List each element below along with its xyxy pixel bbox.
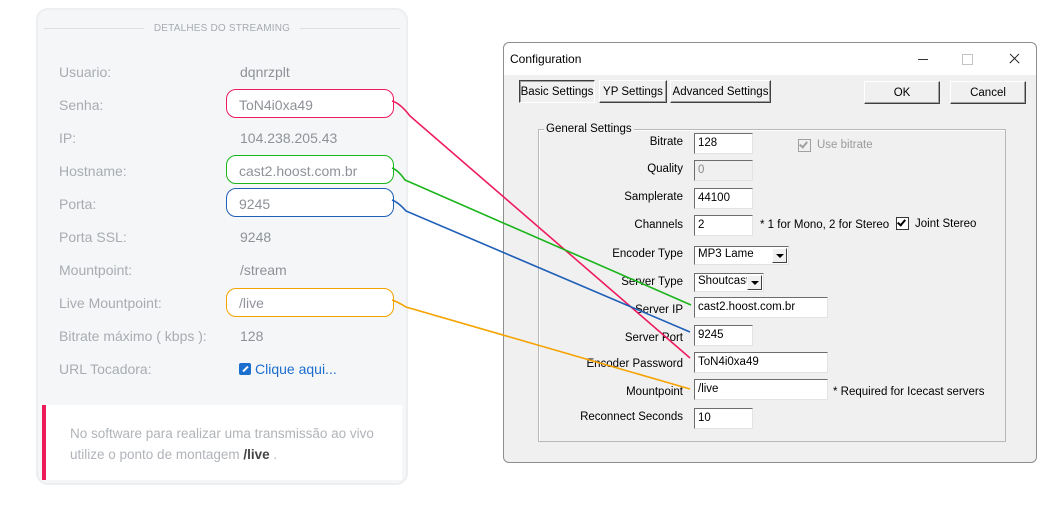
hostname-highlight xyxy=(226,155,394,184)
row-senha: Senha: ToN4i0xa49 xyxy=(38,88,406,121)
password-highlight xyxy=(226,89,394,118)
row-live-mountpoint: Live Mountpoint: /live xyxy=(38,286,406,319)
encoder-type-select[interactable]: MP3 Lame xyxy=(694,246,789,265)
server-type-select[interactable]: Shoutcast xyxy=(694,273,764,292)
encoder-password-input[interactable]: ToN4i0xa49 xyxy=(694,352,828,373)
row-url-tocadora: URL Tocadora: Clique aqui... xyxy=(38,352,406,385)
server-port-input[interactable]: 9245 xyxy=(694,325,753,346)
ok-label: OK xyxy=(893,86,911,99)
port-highlight xyxy=(226,188,394,217)
row-value: 9245 xyxy=(239,195,271,212)
minimize-button[interactable] xyxy=(908,47,938,71)
use-bitrate-checkbox[interactable] xyxy=(798,139,811,152)
notice-text: No software para realizar uma transmissã… xyxy=(70,426,374,462)
channels-note: * 1 for Mono, 2 for Stereo xyxy=(760,219,890,231)
tab-label: Basic Settings xyxy=(520,85,594,98)
row-value: cast2.hoost.com.br xyxy=(239,162,358,179)
server-port-label: Server Port xyxy=(624,332,683,344)
player-url-link[interactable]: Clique aqui... xyxy=(239,361,337,377)
row-value: 9248 xyxy=(240,228,272,245)
server-type-value: Shoutcast xyxy=(698,275,750,287)
tab-advanced-settings[interactable]: Advanced Settings xyxy=(670,80,771,103)
channels-input[interactable]: 2 xyxy=(694,215,753,236)
encoder-type-value: MP3 Lame xyxy=(698,248,754,260)
joint-stereo-label: Joint Stereo xyxy=(915,218,977,230)
row-label: IP: xyxy=(59,129,77,146)
row-label: Porta: xyxy=(59,195,97,212)
quality-label: Quality xyxy=(647,163,683,175)
row-value: ToN4i0xa49 xyxy=(239,96,313,113)
ok-button[interactable]: OK xyxy=(864,81,940,104)
row-label: Usuario: xyxy=(59,63,112,80)
configuration-dialog: Configuration Basic Settings YP Settings… xyxy=(503,42,1037,463)
tab-yp-settings[interactable]: YP Settings xyxy=(599,80,667,103)
tab-label: Advanced Settings xyxy=(672,85,769,98)
row-label: URL Tocadora: xyxy=(59,360,152,377)
row-porta: Porta: 9245 xyxy=(38,187,406,220)
panel-title: DETALHES DO STREAMING xyxy=(153,22,291,34)
row-label: Hostname: xyxy=(59,162,127,179)
dialog-title: Configuration xyxy=(510,52,582,66)
bitrate-label: Bitrate xyxy=(649,136,683,148)
title-bar: Configuration xyxy=(504,43,1036,75)
chevron-down-icon xyxy=(772,248,787,263)
server-type-label: Server Type xyxy=(621,276,683,288)
group-title: General Settings xyxy=(544,123,634,135)
panel-header: DETALHES DO STREAMING xyxy=(44,16,400,40)
row-label: Live Mountpoint: xyxy=(59,294,162,311)
use-bitrate-label: Use bitrate xyxy=(817,139,873,151)
row-bitrate-maximo: Bitrate máximo ( kbps ): 128 xyxy=(38,319,406,352)
quality-input[interactable]: 0 xyxy=(694,160,753,181)
channels-label: Channels xyxy=(634,219,683,231)
row-value: /live xyxy=(239,294,264,311)
close-button[interactable] xyxy=(1000,47,1030,71)
row-label: Senha: xyxy=(59,96,104,113)
live-notice: No software para realizar uma transmissã… xyxy=(42,405,402,480)
row-usuario: Usuario: dqnrzplt xyxy=(38,55,406,88)
mountpoint-label: Mountpoint xyxy=(626,386,683,398)
row-value: 104.238.205.43 xyxy=(240,129,338,146)
maximize-button[interactable] xyxy=(952,47,982,71)
row-label: Bitrate máximo ( kbps ): xyxy=(59,327,207,344)
notice-end: . xyxy=(269,447,278,462)
server-ip-label: Server IP xyxy=(635,304,683,316)
row-value: /stream xyxy=(240,261,287,278)
tab-label: YP Settings xyxy=(603,85,663,98)
row-value: 128 xyxy=(240,327,264,344)
row-hostname: Hostname: cast2.hoost.com.br xyxy=(38,154,406,187)
row-mountpoint: Mountpoint: /stream xyxy=(38,253,406,286)
player-url-link-text: Clique aqui... xyxy=(255,360,337,377)
row-ip: IP: 104.238.205.43 xyxy=(38,121,406,154)
tab-basic-settings[interactable]: Basic Settings xyxy=(519,80,595,103)
mountpoint-note: * Required for Icecast servers xyxy=(833,386,985,398)
cancel-label: Cancel xyxy=(970,86,1006,99)
notice-mountpoint: /live xyxy=(243,447,270,462)
row-porta-ssl: Porta SSL: 9248 xyxy=(38,220,406,253)
row-label: Mountpoint: xyxy=(59,261,133,278)
streaming-details-panel: DETALHES DO STREAMING Usuario: dqnrzplt … xyxy=(36,8,408,485)
encoder-password-label: Encoder Password xyxy=(586,358,683,370)
joint-stereo-checkbox[interactable] xyxy=(896,217,909,230)
samplerate-input[interactable]: 44100 xyxy=(694,188,753,209)
external-link-icon xyxy=(239,362,251,375)
bitrate-input[interactable]: 128 xyxy=(694,133,753,154)
samplerate-label: Samplerate xyxy=(624,191,683,203)
mountpoint-input[interactable]: /live xyxy=(694,379,828,400)
cancel-button[interactable]: Cancel xyxy=(950,81,1026,104)
row-label: Porta SSL: xyxy=(59,228,127,245)
server-ip-input[interactable]: cast2.hoost.com.br xyxy=(694,297,828,318)
row-value: dqnrzplt xyxy=(240,63,290,80)
chevron-down-icon xyxy=(747,275,762,290)
encoder-type-label: Encoder Type xyxy=(612,248,683,260)
reconnect-seconds-input[interactable]: 10 xyxy=(694,408,753,429)
live-mountpoint-highlight xyxy=(226,288,394,317)
reconnect-seconds-label: Reconnect Seconds xyxy=(580,411,683,423)
